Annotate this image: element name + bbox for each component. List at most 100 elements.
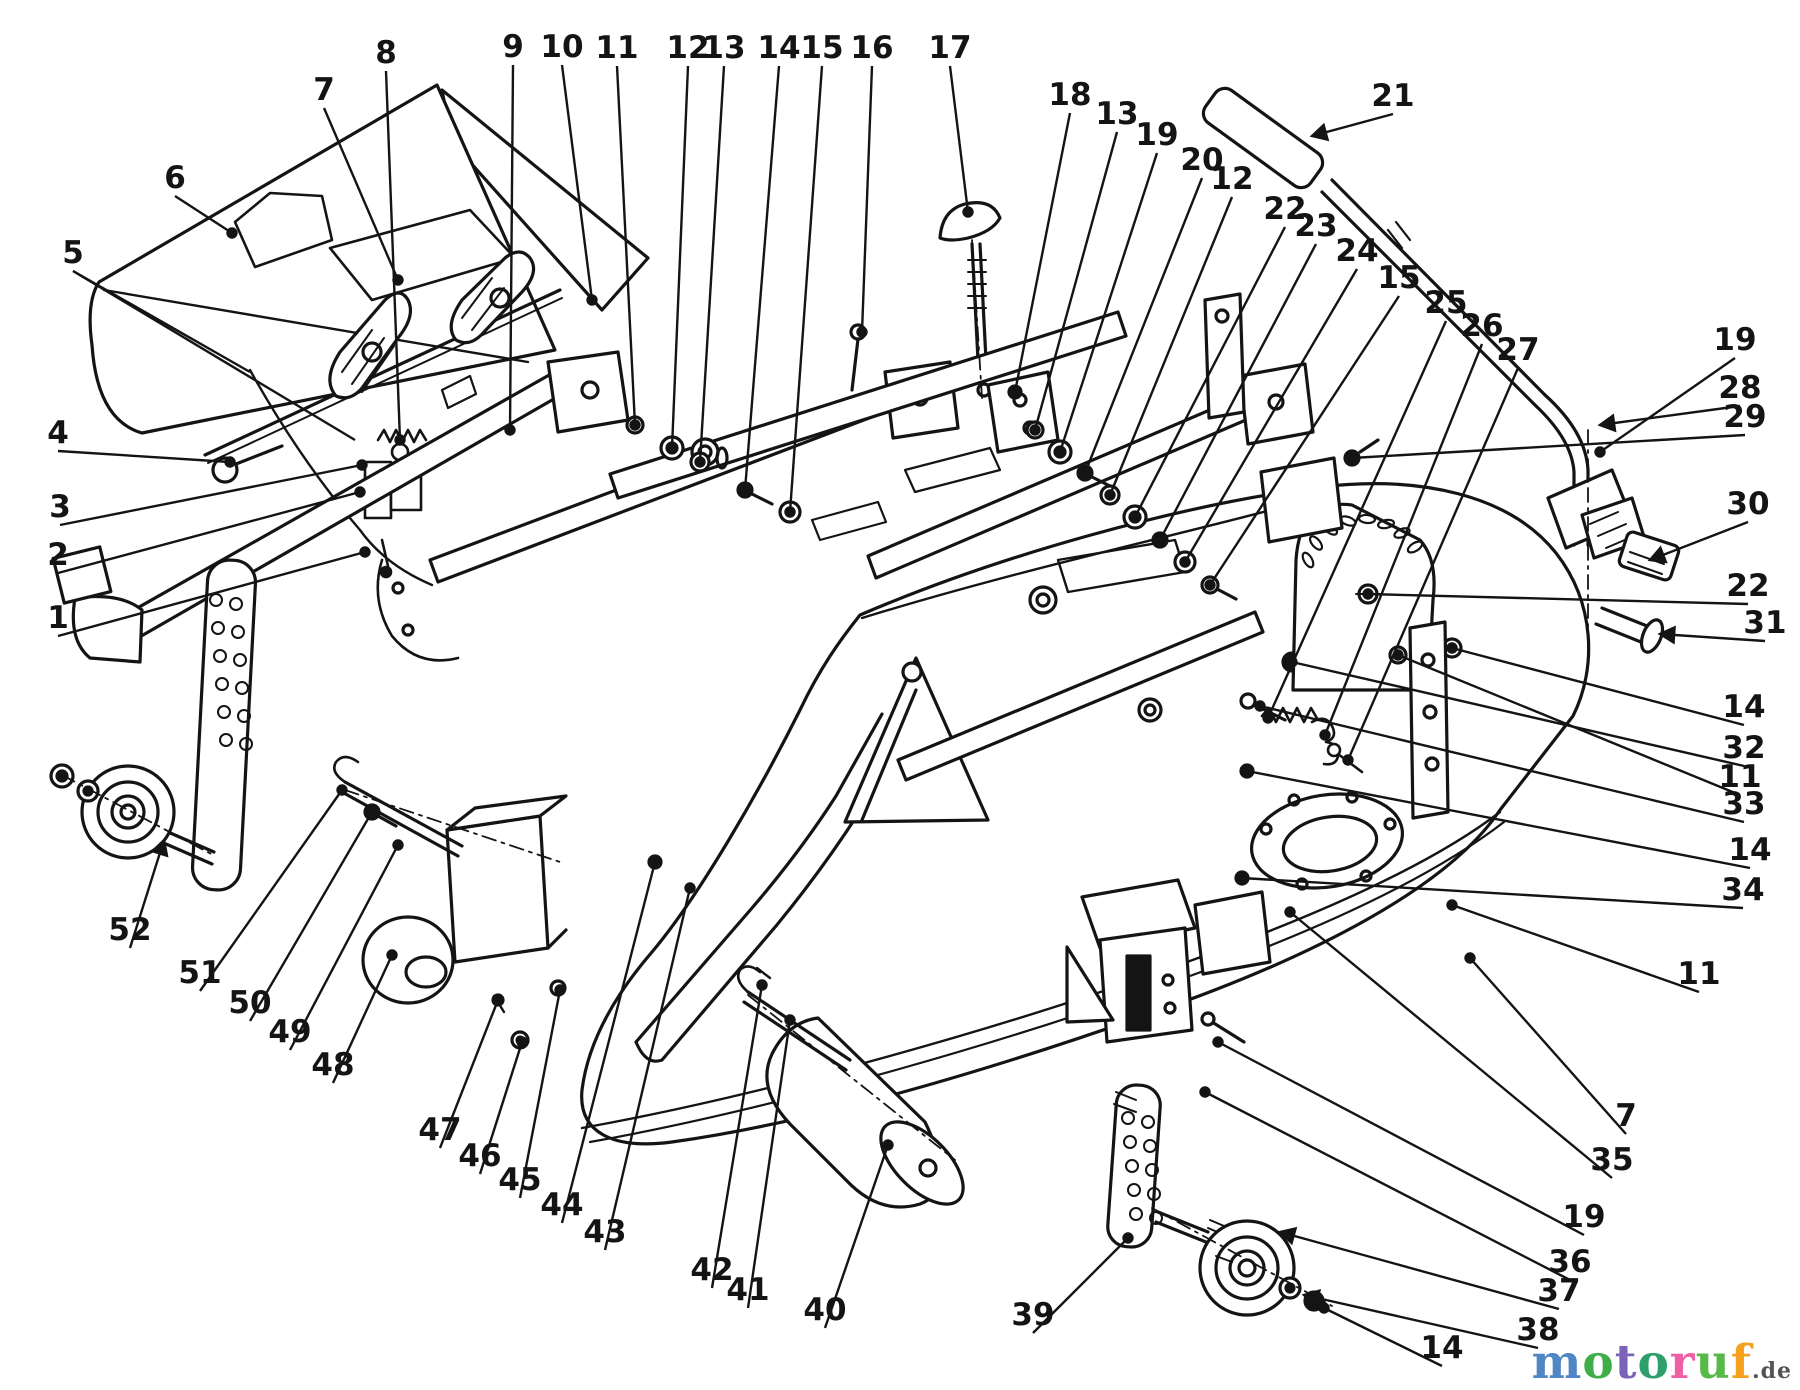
callout-31-35: 31 [1743, 605, 1786, 641]
leader-line-52 [128, 839, 166, 949]
leader-arrow [1277, 1226, 1298, 1246]
callout-14-40: 14 [1728, 832, 1771, 868]
leader-dot [492, 994, 504, 1006]
callout-13-12: 13 [702, 30, 745, 66]
leader-line-42 [710, 984, 764, 1289]
callout-32-37: 32 [1722, 730, 1765, 766]
callout-8-7: 8 [375, 35, 397, 71]
leader-dot [226, 227, 238, 239]
leader-line-11 [615, 65, 637, 426]
leader-dot [882, 1139, 894, 1151]
left-flange-arc [376, 558, 460, 662]
leader-dot [684, 882, 696, 894]
leader-line-25 [1266, 320, 1448, 719]
callout-14-13: 14 [757, 30, 800, 66]
leader-dot [649, 856, 661, 868]
callout-45-56: 45 [498, 1162, 541, 1198]
callout-48-59: 48 [311, 1047, 354, 1083]
callout-34-41: 34 [1721, 872, 1764, 908]
rear-frame-bar [866, 362, 1315, 580]
leader-line-13 [1033, 131, 1119, 431]
leader-dot [504, 424, 516, 436]
leader-line-20 [1083, 177, 1204, 474]
leader-dot [1362, 588, 1374, 600]
callout-11-38: 11 [1718, 759, 1761, 795]
leader-line-26 [1323, 343, 1484, 736]
leader-arrow [1301, 1289, 1322, 1308]
leader-line-34 [1241, 876, 1744, 910]
leader-dot [336, 784, 348, 796]
rear-strap [1203, 292, 1246, 420]
leader-line-19 [1599, 357, 1736, 453]
leader-line-30 [1649, 520, 1749, 562]
leader-dot [366, 806, 378, 818]
leader-line-33 [1259, 704, 1745, 824]
callout-35-44: 35 [1590, 1142, 1633, 1178]
leader-line-23 [1158, 243, 1318, 541]
logo-letter: t [1614, 1335, 1638, 1390]
leader-line-15 [788, 65, 824, 513]
leader-arrow [1657, 625, 1676, 645]
leader-dot [1594, 446, 1606, 458]
leader-line-49 [288, 844, 400, 1051]
callout-38-48: 38 [1516, 1312, 1559, 1348]
center-lines [61, 239, 1589, 1307]
leader-line-14 [743, 65, 781, 491]
leader-line-44 [560, 861, 657, 1224]
callout-24-24: 24 [1335, 233, 1378, 269]
callout-10-9: 10 [540, 29, 583, 65]
leader-line-47 [438, 999, 500, 1149]
callout-15-25: 15 [1377, 260, 1420, 296]
logo-letter: m [1531, 1335, 1583, 1390]
leader-line-15 [1208, 295, 1401, 586]
leader-line-31 [1659, 632, 1766, 643]
callout-23-23: 23 [1294, 208, 1337, 244]
leader-dot [224, 456, 236, 468]
leader-dot [394, 434, 406, 446]
callout-30-33: 30 [1726, 486, 1769, 522]
leader-dot [1286, 656, 1298, 668]
cable [248, 368, 434, 587]
callout-12-21: 12 [1210, 161, 1253, 197]
callout-29-32: 29 [1723, 399, 1766, 435]
leader-dot [856, 326, 868, 338]
leader-dot [629, 419, 641, 431]
leader-dot [359, 546, 371, 558]
leader-arrow [1647, 545, 1668, 564]
handle-grip-pad [1201, 86, 1325, 190]
leader-line-6 [174, 194, 233, 235]
callout-18-17: 18 [1048, 77, 1091, 113]
callout-1-0: 1 [47, 600, 69, 636]
leader-dot [1122, 1232, 1134, 1244]
callout-14-49: 14 [1420, 1330, 1463, 1366]
handle-assembly [1201, 86, 1681, 654]
leader-dot [516, 1036, 528, 1048]
leader-line-32 [1291, 660, 1745, 768]
callout-19-19: 19 [1135, 117, 1178, 153]
line-art [49, 83, 1681, 1317]
leader-line-40 [823, 1144, 890, 1329]
leader-line-29 [1351, 433, 1746, 460]
callout-27-28: 27 [1496, 332, 1539, 368]
leader-line-28 [1599, 404, 1741, 427]
callout-7-6: 7 [313, 72, 335, 108]
leader-line-9 [508, 64, 515, 431]
callout-12-11: 12 [666, 30, 709, 66]
callout-15-14: 15 [800, 30, 843, 66]
callout-40-51: 40 [803, 1292, 846, 1328]
callout-46-57: 46 [458, 1138, 501, 1174]
leader-line-18 [1013, 112, 1072, 393]
callout-2-1: 2 [47, 537, 69, 573]
callout-19-30: 19 [1713, 322, 1756, 358]
motoruf-logo[interactable]: motoruf.de [1532, 1339, 1792, 1386]
leader-line-22 [1367, 592, 1749, 606]
discharge-chute [1065, 763, 1272, 1044]
leader-dot [356, 459, 368, 471]
callout-22-34: 22 [1726, 568, 1769, 604]
callout-7-43: 7 [1615, 1098, 1637, 1134]
leader-line-46 [478, 1041, 524, 1175]
leader-dot [756, 979, 768, 991]
callout-49-60: 49 [268, 1014, 311, 1050]
